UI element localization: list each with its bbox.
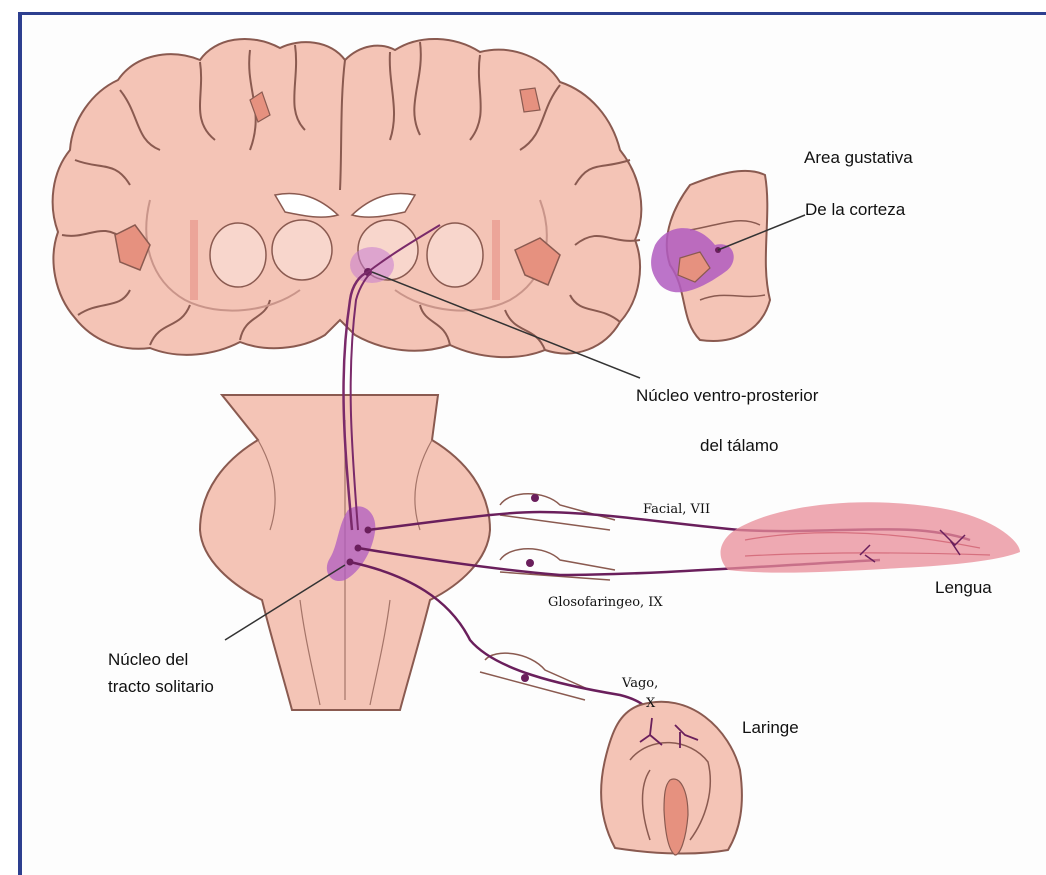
gustatory-cortex-inset — [651, 171, 805, 341]
label-glossopharyngeal-nerve: Glosofaringeo, IX — [548, 593, 663, 613]
label-nucleo-ventro-posterior: Núcleo ventro-prosterior — [636, 386, 818, 406]
label-vago-x: X — [646, 694, 655, 714]
larynx — [601, 702, 742, 855]
cerebrum-coronal-section — [53, 39, 642, 357]
label-lengua: Lengua — [935, 578, 992, 598]
label-del-talamo: del tálamo — [700, 436, 778, 456]
label-de-la-corteza: De la corteza — [805, 200, 905, 220]
label-laringe: Laringe — [742, 718, 799, 738]
tongue — [721, 502, 1020, 572]
label-area-gustativa: Area gustativa — [804, 148, 913, 168]
label-vago: Vago, — [622, 674, 658, 694]
label-facial-nerve: Facial, VII — [643, 500, 710, 520]
label-tracto-solitario: tracto solitario — [108, 677, 214, 697]
label-nucleo-del: Núcleo del — [108, 650, 188, 670]
